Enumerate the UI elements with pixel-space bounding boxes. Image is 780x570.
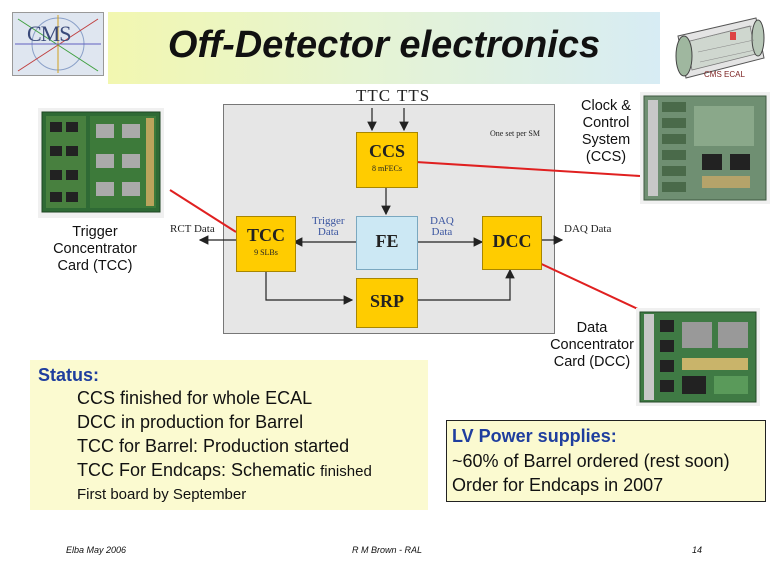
one-set-note: One set per SM [490,129,540,138]
tcc-board-photo [38,108,164,218]
fe-block: FE [356,216,418,270]
page-number: 14 [692,545,703,555]
lv-line: ~60% of Barrel ordered (rest soon) [452,451,730,471]
slide-title: Off-Detector electronics [167,24,601,66]
tcc-callout-line: Card (TCC) [57,258,133,274]
status-endcaps-main: TCC For Endcaps: Schematic [77,460,316,480]
logo-text: CMS [27,21,71,46]
dcc-callout-line: Data [576,320,608,336]
ccs-block-sub: 8 mFECs [371,164,402,173]
ccs-block: CCS 8 mFECs [356,132,418,188]
dcc-callout-line: Concentrator [550,337,634,353]
ccs-callout-line: (CCS) [585,149,627,165]
dcc-block: DCC [482,216,542,270]
trigger-data-label-line: Data [317,226,339,238]
status-line: DCC in production for Barrel [77,412,304,432]
tcc-callout-line: Concentrator [53,241,137,257]
srp-block: SRP [356,278,418,328]
ecal-detector-image [664,12,770,84]
rct-data-label: RCT Data [170,223,215,235]
ccs-callout-line: Clock & [581,98,631,114]
tcc-block-name: TCC [246,225,285,245]
ccs-callout-line: Control [582,115,630,131]
ccs-callout: Clock & Control System (CCS) [564,98,648,166]
dcc-callout: Data Concentrator Card (DCC) [540,320,644,371]
tts-label: TTS [397,86,431,105]
status-sub-line: First board by September [77,486,247,503]
ecal-caption: CMS ECAL [704,70,745,79]
trigger-data-label: Trigger Data [312,216,345,238]
lv-line: Order for Endcaps in 2007 [452,475,664,495]
status-endcaps-finished: finished [320,463,372,480]
fe-block-name: FE [375,231,399,251]
dcc-block-name: DCC [492,231,532,251]
lv-title: LV Power supplies: [452,426,617,446]
footer-left: Elba May 2006 [66,545,127,555]
footer-center: R M Brown - RAL [352,545,423,555]
ccs-block-name: CCS [368,141,405,161]
daq-data-inner-label-line: Data [431,226,453,238]
dcc-callout-line: Card (DCC) [553,354,631,370]
daq-data-inner-label-line: DAQ [430,215,454,227]
tcc-block: TCC 9 SLBs [236,216,296,272]
lv-power-box [446,420,766,502]
status-title: Status: [38,365,100,385]
daq-data-label: DAQ Data [564,223,612,235]
tcc-block-sub: 9 SLBs [254,248,278,257]
status-line: CCS finished for whole ECAL [77,388,313,408]
dcc-board-photo [636,308,760,406]
cms-logo: CMS [12,12,104,76]
tcc-callout: Trigger Concentrator Card (TCC) [40,224,150,275]
ccs-board-photo [640,92,770,204]
trigger-data-label-line: Trigger [312,215,345,227]
status-box [30,360,428,510]
status-line: TCC for Barrel: Production started [77,436,350,456]
srp-block-name: SRP [369,291,404,311]
daq-data-inner-label: DAQ Data [430,216,454,238]
status-line-endcaps: TCC For Endcaps: Schematic finished [77,460,372,481]
title-band [108,12,660,84]
tcc-callout-line: Trigger [72,224,118,240]
ccs-callout-line: System [581,132,631,148]
ttc-label: TTC [356,86,392,105]
